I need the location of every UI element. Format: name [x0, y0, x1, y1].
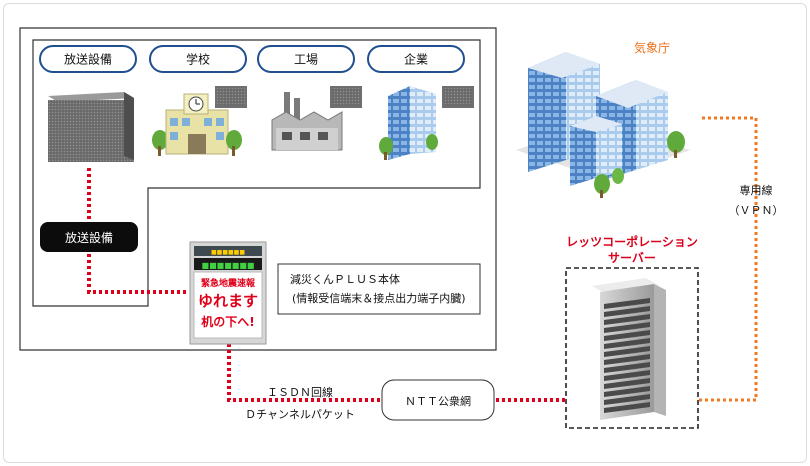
category-pill-label-company: 企業 [404, 52, 428, 67]
vpn-line [680, 116, 758, 402]
category-pill-company [367, 45, 465, 73]
office-building-illustration [379, 86, 474, 160]
server-rack-slot [604, 378, 650, 389]
isdn-packet-label: Ｄチャンネルパケット [245, 408, 355, 421]
category-pill-label-factory: 工場 [294, 53, 318, 67]
school-illustration [152, 86, 247, 156]
server-rack-slot [604, 314, 650, 325]
speaker-illustration [48, 92, 134, 162]
factory-illustration [271, 86, 362, 151]
server-rack-slot [604, 402, 650, 413]
weather-agency-label: 気象庁 [634, 40, 670, 55]
isdn-line [87, 168, 566, 402]
facility-outline [19, 27, 497, 351]
server-rack-slot [604, 298, 650, 309]
device-description-line-2: (情報受信端末＆接点出力端子内臓) [292, 291, 466, 305]
category-pill-factory [257, 45, 355, 73]
ntt-public-network-box [381, 379, 495, 421]
server-rack-slot [604, 322, 650, 333]
vpn-label: （ＶＰＮ） [729, 204, 784, 217]
server-rack-slot [604, 370, 650, 381]
server-rack-slot [604, 362, 650, 373]
server-rack-slot [604, 338, 650, 349]
broadcast-equipment-box [40, 222, 138, 252]
svg-text:■■■■■■■: ■■■■■■■ [202, 261, 255, 270]
server-rack-slot [604, 354, 650, 365]
inner-outline [32, 39, 481, 307]
server-rack-slot [604, 386, 650, 397]
server-rack-illustration [592, 278, 666, 420]
broadcast-equipment-box-label: 放送設備 [65, 230, 113, 245]
vpn-line-label: 専用線 [740, 183, 773, 197]
ntt-public-network-label: ＮＴＴ公衆網 [405, 394, 471, 408]
category-pill-broadcast [39, 45, 137, 73]
server-rack-slot [604, 306, 650, 317]
server-rack-slot [604, 346, 650, 357]
server-label-line-1: レッツコーポレーション [566, 234, 698, 249]
server-rack-slot [604, 394, 650, 405]
isdn-line-label: ＩＳＤＮ回線 [267, 385, 333, 399]
device-display-line-3: 机の下へ! [201, 314, 254, 329]
category-pill-label-broadcast: 放送設備 [64, 52, 112, 67]
category-pill-school [149, 45, 247, 73]
category-pill-label-school: 学校 [186, 52, 210, 67]
device-display-line-1: 緊急地震速報 [201, 277, 256, 289]
device-description-box [277, 263, 481, 315]
svg-text:■■■■■■: ■■■■■■ [211, 249, 245, 256]
server-label-line-2: サーバー [608, 251, 656, 265]
weather-agency-illustration [516, 52, 690, 198]
gensai-kun-device: ■■■■■■ ■■■■■■■ 緊急地震速報 ゆれます 机の下へ! [189, 241, 267, 345]
device-description-line-1: 減災くんＰＬＵＳ本体 [290, 272, 400, 286]
device-display-line-2: ゆれます [198, 292, 258, 310]
server-rack-slot [604, 330, 650, 341]
